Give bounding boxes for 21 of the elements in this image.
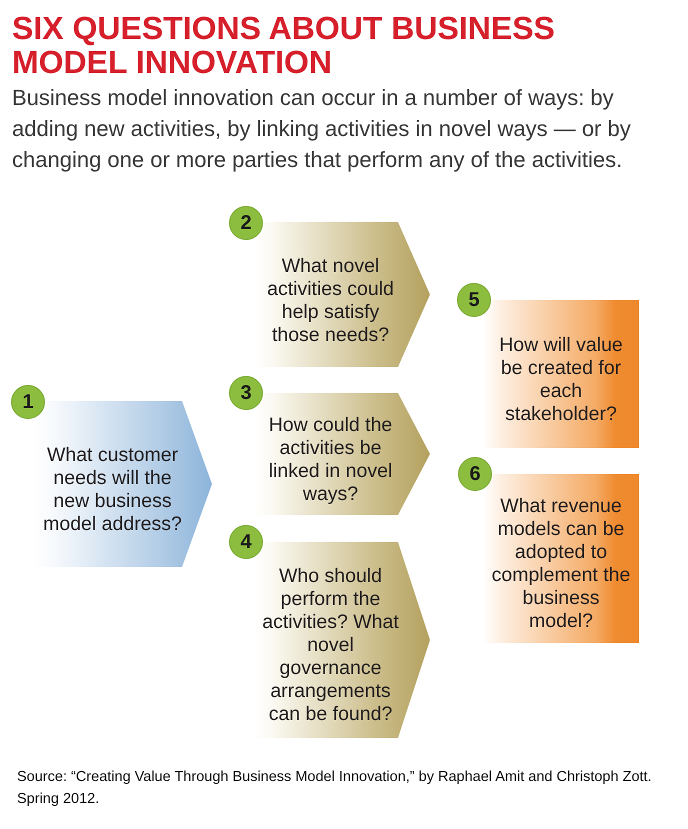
step-number-badge: 2 [229,206,263,240]
question-panel [457,283,639,448]
title: SIX QUESTIONS ABOUT BUSINESS MODEL INNOVATION [12,11,556,79]
chevron-panel [229,206,430,367]
chevron-panel [229,525,430,738]
step-number-badge: 3 [229,376,263,410]
question-text: How will value be created for each stakeholder? [498,334,624,426]
chevron-panel [229,376,430,515]
question-text: Who should perform the activities? What novel governance arrangements can be found? [261,565,400,726]
question-text: What customer needs will the new business model address? [42,444,183,536]
question-text: How could the activities be linked in novel ways? [268,414,394,506]
question-text: What novel activities could help satisfy those needs? [266,254,395,346]
source-caption: Source: “Creating Value Through Business Model Innovation,” by Raphael Amit and Christoph Zott. Spring 2012. [17,768,653,809]
subtitle-text: Business model innovation can occur in a number of ways: by adding new activities, by linking activities in novel ways — or by changing one or more parties that perform any of the activities. [12,84,632,174]
step-number-badge: 6 [458,457,492,491]
step-number-badge: 1 [11,385,45,419]
question-panel [458,457,639,643]
chevron-panel [11,385,212,567]
step-number-badge: 5 [457,283,491,317]
question-text: What revenue models can be adopted to complement the business model? [490,495,632,633]
step-number-badge: 4 [229,525,263,559]
